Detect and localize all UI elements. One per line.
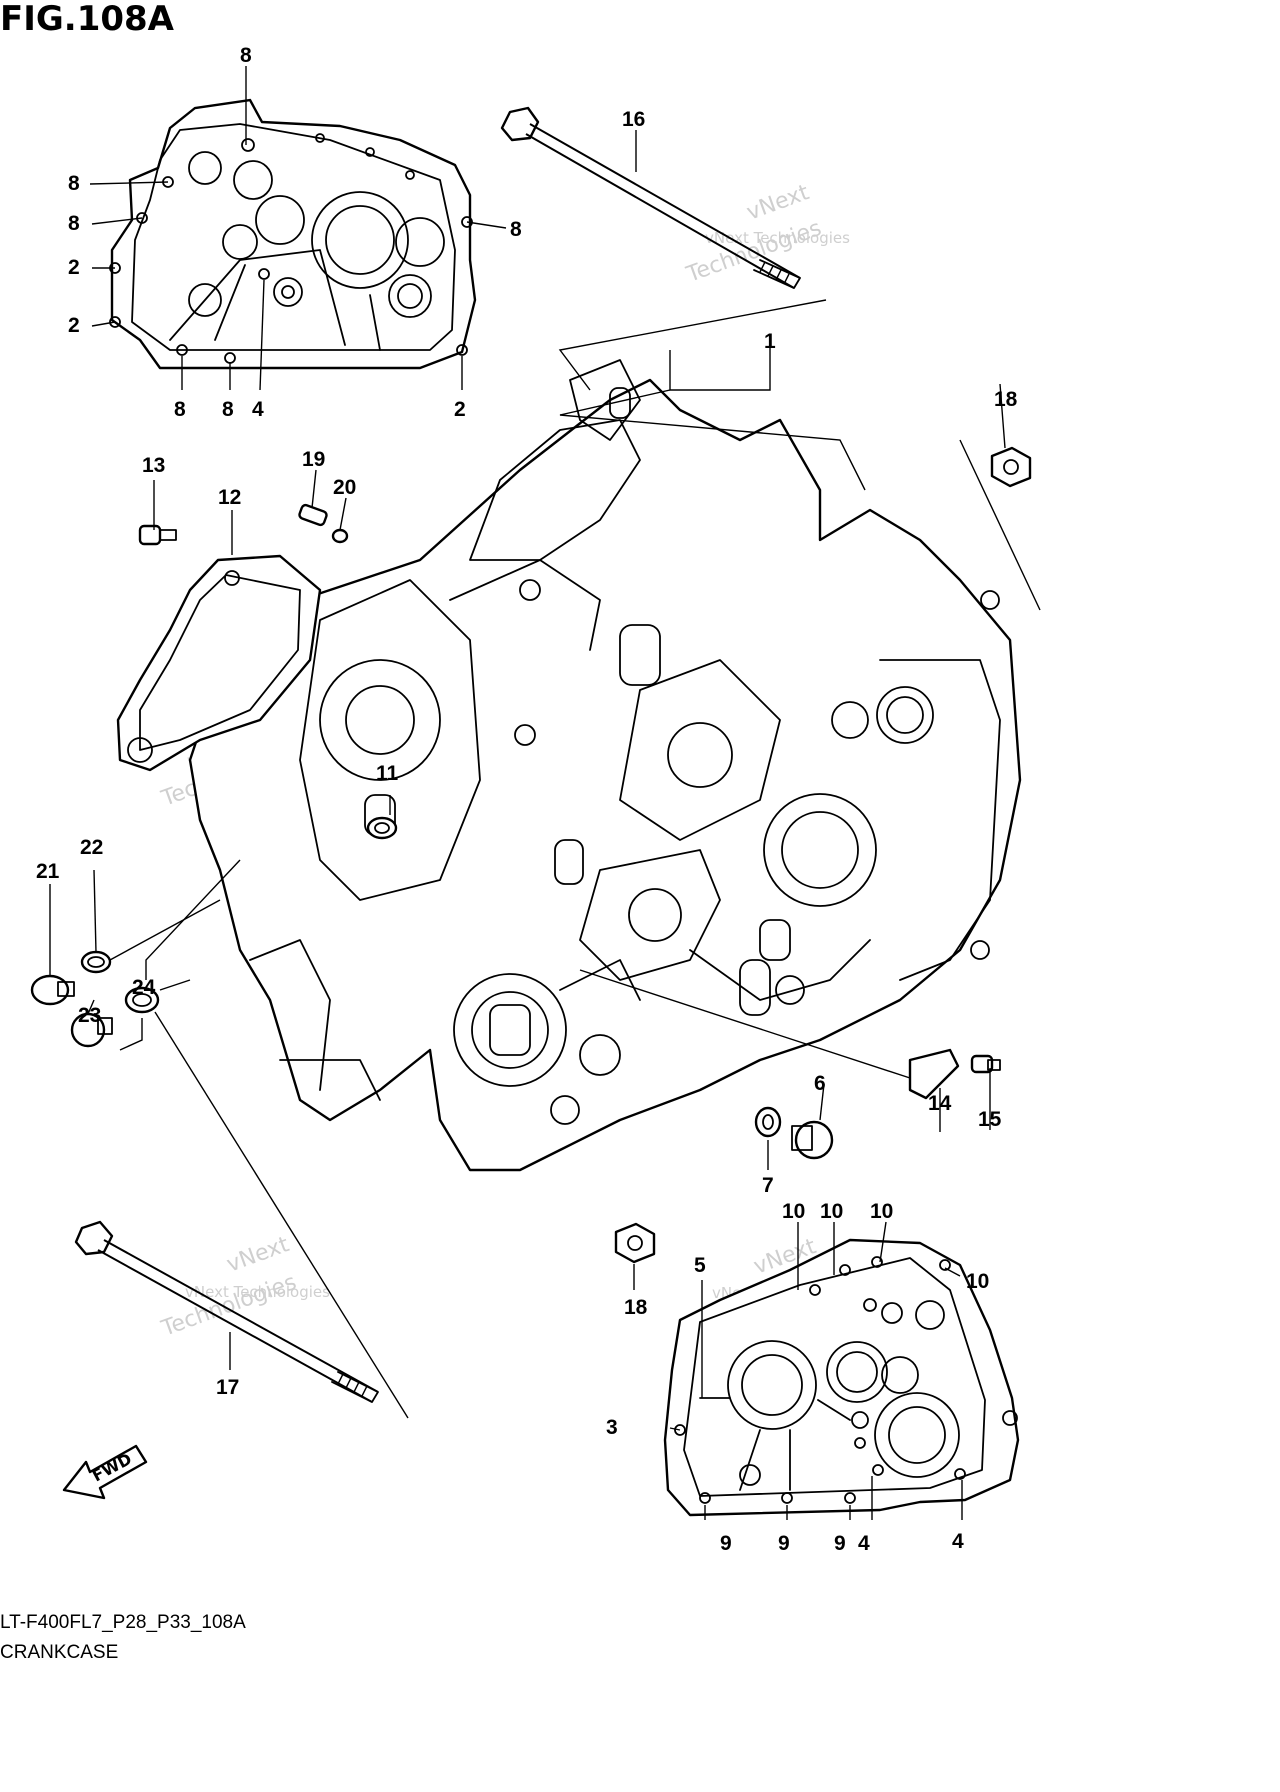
part-14-plate xyxy=(908,1048,960,1100)
callout-19: 19 xyxy=(302,448,325,471)
part-24-gasket xyxy=(124,986,160,1014)
watermark-text: vNext Technologies xyxy=(705,229,850,247)
callout-8: 8 xyxy=(510,218,522,241)
figure-code: LT-F400FL7_P28_P33_108A xyxy=(0,1612,246,1633)
callout-8: 8 xyxy=(174,398,186,421)
callout-9: 9 xyxy=(834,1532,846,1555)
callout-2: 2 xyxy=(68,256,80,279)
callout-8: 8 xyxy=(68,212,80,235)
figure-name: CRANKCASE xyxy=(0,1642,119,1663)
callout-18: 18 xyxy=(994,388,1018,411)
part-12-cover-gasket xyxy=(116,554,322,772)
callout-5: 5 xyxy=(694,1254,706,1277)
part-21-plug xyxy=(30,974,75,1006)
callout-6: 6 xyxy=(814,1072,826,1095)
callout-2: 2 xyxy=(454,398,466,421)
callout-10: 10 xyxy=(820,1200,843,1223)
callout-7: 7 xyxy=(762,1174,774,1197)
part-18-nut-lower xyxy=(614,1222,656,1264)
part-20-o-ring xyxy=(331,528,349,544)
callout-4: 4 xyxy=(858,1532,870,1555)
callout-20: 20 xyxy=(333,476,356,499)
callout-3: 3 xyxy=(606,1416,618,1439)
callout-16: 16 xyxy=(622,108,645,131)
callout-labels: 8 8 8 2 2 8 8 8 4 2 16 1 18 13 12 19 20 … xyxy=(36,44,1018,1555)
part-17-long-bolt xyxy=(74,1220,379,1403)
callout-10: 10 xyxy=(870,1200,893,1223)
callout-10: 10 xyxy=(782,1200,805,1223)
watermark-text: vNext xyxy=(744,180,813,226)
fwd-arrow-icon: FWD xyxy=(62,1444,148,1500)
callout-4: 4 xyxy=(252,398,264,421)
callout-18: 18 xyxy=(624,1296,648,1319)
crankcase-left-half-view xyxy=(109,98,477,370)
callout-11: 11 xyxy=(376,762,399,785)
part-22-gasket xyxy=(80,950,112,974)
callout-21: 21 xyxy=(36,860,60,883)
main-crankcase-assembly xyxy=(188,359,1022,1172)
callout-9: 9 xyxy=(778,1532,790,1555)
callout-17: 17 xyxy=(216,1376,239,1399)
callout-15: 15 xyxy=(978,1108,1002,1131)
callout-8: 8 xyxy=(240,44,252,67)
part-7-gasket xyxy=(754,1106,782,1138)
callout-10: 10 xyxy=(966,1270,989,1293)
callout-23: 23 xyxy=(78,1004,101,1027)
crankcase-right-half-view xyxy=(663,1238,1020,1517)
part-15-screw xyxy=(970,1054,1001,1074)
callout-1: 1 xyxy=(764,330,776,353)
leader-lines xyxy=(49,66,1041,1520)
callout-8: 8 xyxy=(68,172,80,195)
part-11-oil-seal xyxy=(366,816,398,840)
part-18-nut-upper xyxy=(990,446,1032,488)
part-16-long-bolt xyxy=(500,106,801,289)
callout-4: 4 xyxy=(952,1530,964,1553)
callout-12: 12 xyxy=(218,486,241,509)
callout-14: 14 xyxy=(928,1092,952,1115)
callout-13: 13 xyxy=(142,454,165,477)
figure-title: FIG.108A xyxy=(0,0,174,39)
part-13-bolt xyxy=(138,524,177,546)
part-19-fitting xyxy=(298,503,328,527)
callout-9: 9 xyxy=(720,1532,732,1555)
watermark-text: vNext Technologies xyxy=(185,1283,330,1301)
part-6-drain-plug xyxy=(791,1120,834,1160)
watermark-text: vNext xyxy=(224,1232,293,1278)
part-23-plug xyxy=(70,1012,113,1048)
callout-2: 2 xyxy=(68,314,80,337)
callout-22: 22 xyxy=(80,836,103,859)
callout-24: 24 xyxy=(132,976,156,999)
callout-8: 8 xyxy=(222,398,234,421)
